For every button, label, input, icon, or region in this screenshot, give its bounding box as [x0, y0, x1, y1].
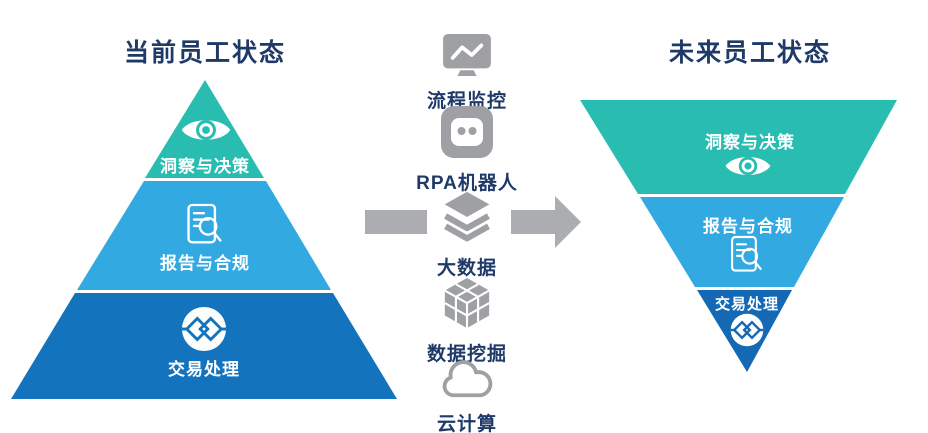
- arrow-right-icon: [511, 196, 581, 248]
- center-item-cloud-computing: 云计算: [392, 360, 542, 433]
- center-item-data-mining: 数据挖掘: [392, 276, 542, 366]
- monitor-chart-icon: [441, 33, 493, 82]
- left-pyramid-title: 当前员工状态: [123, 39, 287, 67]
- center-item-label: 大数据: [436, 258, 497, 279]
- rpa-robot-icon: [439, 104, 495, 165]
- center-item-label: RPA机器人: [416, 173, 518, 194]
- center-item-label: 数据挖掘: [426, 344, 507, 365]
- connector-bar-icon: [365, 210, 427, 234]
- left-layer-label-reporting: 报告与合规: [160, 254, 250, 273]
- right-pyramid-layer-insight: [580, 100, 897, 194]
- right-layer-label-insight: 洞察与决策: [705, 133, 795, 152]
- right-layer-label-reporting: 报告与合规: [703, 217, 793, 236]
- eye-icon: [180, 114, 232, 146]
- cube-icon: [441, 276, 493, 337]
- document-search-icon: [184, 202, 224, 248]
- center-item-label: 云计算: [436, 414, 497, 433]
- eye-icon: [724, 151, 772, 181]
- center-item-process-monitoring: 流程监控: [392, 33, 542, 113]
- transaction-icon: [181, 306, 227, 352]
- cloud-icon: [438, 360, 496, 405]
- left-layer-label-transaction: 交易处理: [168, 360, 240, 379]
- center-item-big-data: 大数据: [392, 190, 542, 280]
- layers-icon: [440, 190, 494, 249]
- right-pyramid-title: 未来员工状态: [668, 39, 832, 67]
- right-layer-label-transaction: 交易处理: [714, 296, 780, 313]
- center-item-label: 流程监控: [426, 91, 507, 112]
- left-layer-label-insight: 洞察与决策: [160, 157, 250, 176]
- center-item-rpa-robot: RPA机器人: [392, 104, 542, 195]
- document-search-icon: [728, 234, 764, 276]
- transaction-icon: [730, 313, 764, 347]
